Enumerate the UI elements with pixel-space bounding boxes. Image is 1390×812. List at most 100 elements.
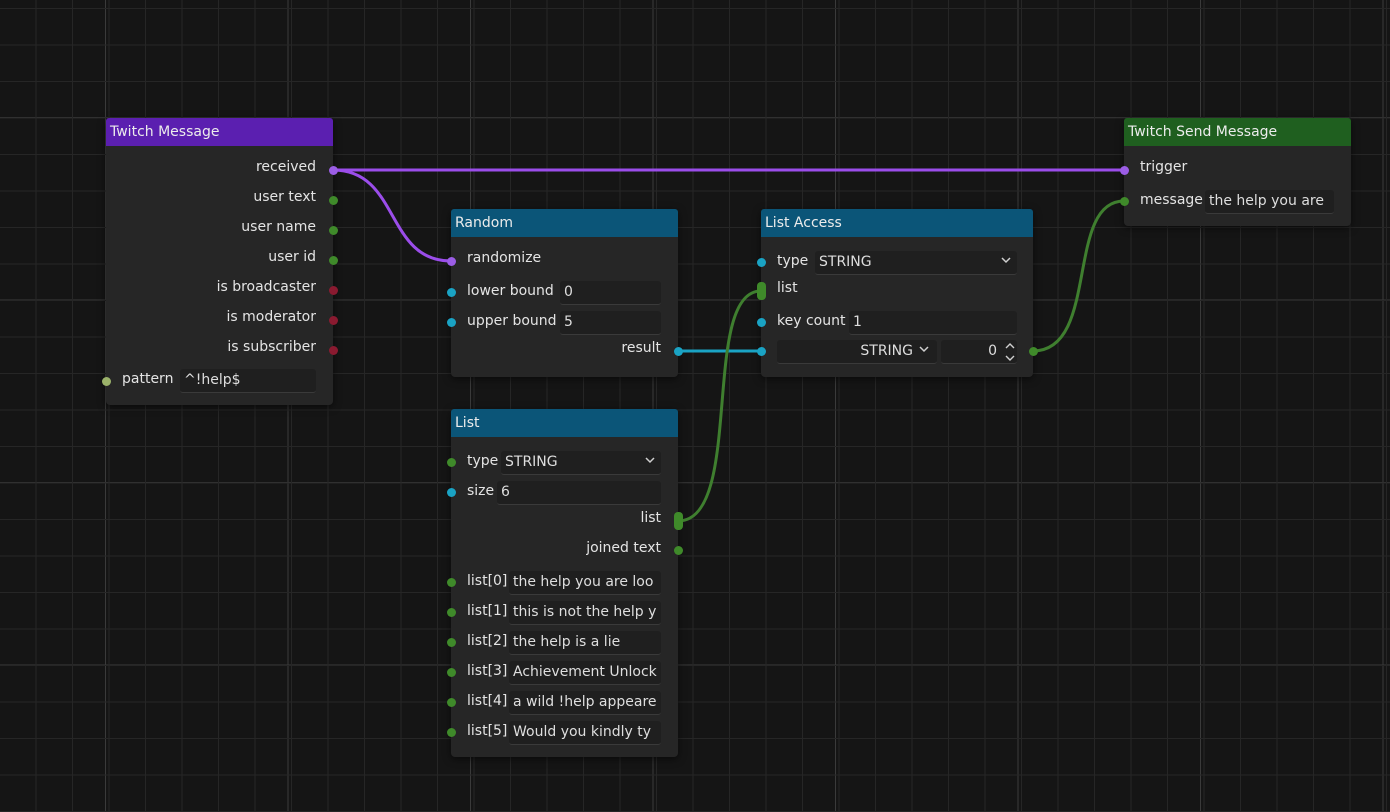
- port-list-item-1[interactable]: [447, 608, 456, 617]
- list-item-field[interactable]: this is not the help y: [509, 601, 661, 625]
- port-user-id[interactable]: [329, 256, 338, 265]
- lower-bound-row: lower bound 0: [451, 281, 678, 305]
- port-trigger[interactable]: [1120, 166, 1129, 175]
- randomize-label: randomize: [467, 250, 542, 266]
- output-label: user id: [268, 249, 316, 265]
- list-item-row: list[0] the help you are loo: [451, 571, 678, 595]
- key-count-row: key count 1: [761, 311, 1033, 335]
- spinner-arrows-icon[interactable]: [1003, 340, 1017, 364]
- upper-bound-field[interactable]: 5: [560, 311, 661, 335]
- list-item-field[interactable]: the help you are loo: [509, 571, 661, 595]
- list-item-label: list[1]: [467, 603, 508, 619]
- chevron-down-icon: [919, 346, 929, 353]
- port-received[interactable]: [329, 166, 338, 175]
- twitch-send-message-node[interactable]: Twitch Send Message trigger message the …: [1124, 118, 1351, 226]
- wire-received-randomize: [332, 168, 452, 263]
- port-user-text[interactable]: [329, 196, 338, 205]
- key-type-dropdown[interactable]: STRING: [777, 340, 937, 364]
- list-item-field[interactable]: the help is a lie: [509, 631, 661, 655]
- node-title: List Access: [761, 209, 1033, 237]
- port-result[interactable]: [674, 347, 683, 356]
- type-row: type STRING: [451, 451, 678, 475]
- wire-value-message: [1032, 199, 1125, 353]
- twitch-message-node[interactable]: Twitch Message received user text user n…: [106, 118, 333, 405]
- type-dropdown-value: STRING: [819, 254, 872, 270]
- list-input-row: list: [761, 278, 1033, 302]
- result-label: result: [621, 340, 661, 356]
- list-item-label: list[0]: [467, 573, 508, 589]
- list-item-field[interactable]: Achievement Unlock: [509, 661, 661, 685]
- output-is-broadcaster: is broadcaster: [106, 277, 333, 301]
- port-message[interactable]: [1120, 197, 1129, 206]
- list-item-row: list[1] this is not the help y: [451, 601, 678, 625]
- list-item-field[interactable]: a wild !help appeare: [509, 691, 661, 715]
- output-received: received: [106, 157, 333, 181]
- key-count-field[interactable]: 1: [849, 311, 1017, 335]
- list-input-label: list: [777, 280, 798, 296]
- lower-bound-field[interactable]: 0: [560, 281, 661, 305]
- type-label: type: [777, 253, 809, 269]
- list-item-row: list[4] a wild !help appeare: [451, 691, 678, 715]
- output-label: user name: [241, 219, 316, 235]
- port-pattern[interactable]: [102, 377, 111, 386]
- trigger-label: trigger: [1140, 159, 1188, 175]
- port-key-count[interactable]: [757, 318, 766, 327]
- random-node[interactable]: Random randomize lower bound 0 upper bou…: [451, 209, 678, 377]
- port-list-item-4[interactable]: [447, 698, 456, 707]
- output-label: received: [255, 159, 316, 175]
- pattern-field[interactable]: ^!help$: [180, 369, 316, 393]
- trigger-row: trigger: [1124, 157, 1351, 181]
- list-output-label: list: [640, 510, 661, 526]
- port-is-subscriber[interactable]: [329, 346, 338, 355]
- message-field[interactable]: the help you are: [1205, 190, 1334, 214]
- upper-bound-label: upper bound: [467, 313, 557, 329]
- list-access-node[interactable]: List Access type STRING list key count 1…: [761, 209, 1033, 377]
- type-dropdown[interactable]: STRING: [815, 251, 1017, 275]
- port-upper-bound[interactable]: [447, 318, 456, 327]
- output-label: is broadcaster: [216, 279, 316, 295]
- port-joined-text[interactable]: [674, 546, 683, 555]
- port-user-name[interactable]: [329, 226, 338, 235]
- node-title: Twitch Send Message: [1124, 118, 1351, 146]
- pattern-label: pattern: [122, 371, 174, 387]
- size-label: size: [467, 483, 495, 499]
- node-title: Random: [451, 209, 678, 237]
- port-is-moderator[interactable]: [329, 316, 338, 325]
- list-item-label: list[5]: [467, 723, 508, 739]
- port-access-value[interactable]: [1029, 347, 1038, 356]
- node-title: Twitch Message: [106, 118, 333, 146]
- key-index-value: 0: [988, 343, 997, 359]
- wire-list-list: [677, 289, 762, 523]
- key-index-field[interactable]: 0: [941, 340, 1017, 364]
- port-list-size[interactable]: [447, 488, 456, 497]
- list-item-label: list[4]: [467, 693, 508, 709]
- list-item-field[interactable]: Would you kindly ty: [509, 721, 661, 745]
- list-item-row: list[3] Achievement Unlock: [451, 661, 678, 685]
- list-node[interactable]: List type STRING size 6 list joined text…: [451, 409, 678, 757]
- size-field[interactable]: 6: [497, 481, 661, 505]
- port-key-input[interactable]: [757, 347, 766, 356]
- type-label: type: [467, 453, 499, 469]
- port-list-type[interactable]: [447, 458, 456, 467]
- port-list-item-0[interactable]: [447, 578, 456, 587]
- port-access-list[interactable]: [757, 282, 766, 300]
- output-user-name: user name: [106, 217, 333, 241]
- port-is-broadcaster[interactable]: [329, 286, 338, 295]
- chevron-down-icon: [1001, 257, 1011, 264]
- output-is-subscriber: is subscriber: [106, 337, 333, 361]
- pattern-row: pattern ^!help$: [106, 369, 333, 393]
- port-lower-bound[interactable]: [447, 288, 456, 297]
- port-list-item-3[interactable]: [447, 668, 456, 677]
- port-randomize[interactable]: [447, 257, 456, 266]
- port-access-type[interactable]: [757, 258, 766, 267]
- type-dropdown[interactable]: STRING: [501, 451, 661, 475]
- key-row: STRING 0: [761, 340, 1033, 364]
- port-list-item-5[interactable]: [447, 728, 456, 737]
- randomize-row: randomize: [451, 248, 678, 272]
- message-label: message: [1140, 192, 1203, 208]
- port-list-item-2[interactable]: [447, 638, 456, 647]
- list-item-label: list[2]: [467, 633, 508, 649]
- output-user-id: user id: [106, 247, 333, 271]
- port-list-output[interactable]: [674, 512, 683, 530]
